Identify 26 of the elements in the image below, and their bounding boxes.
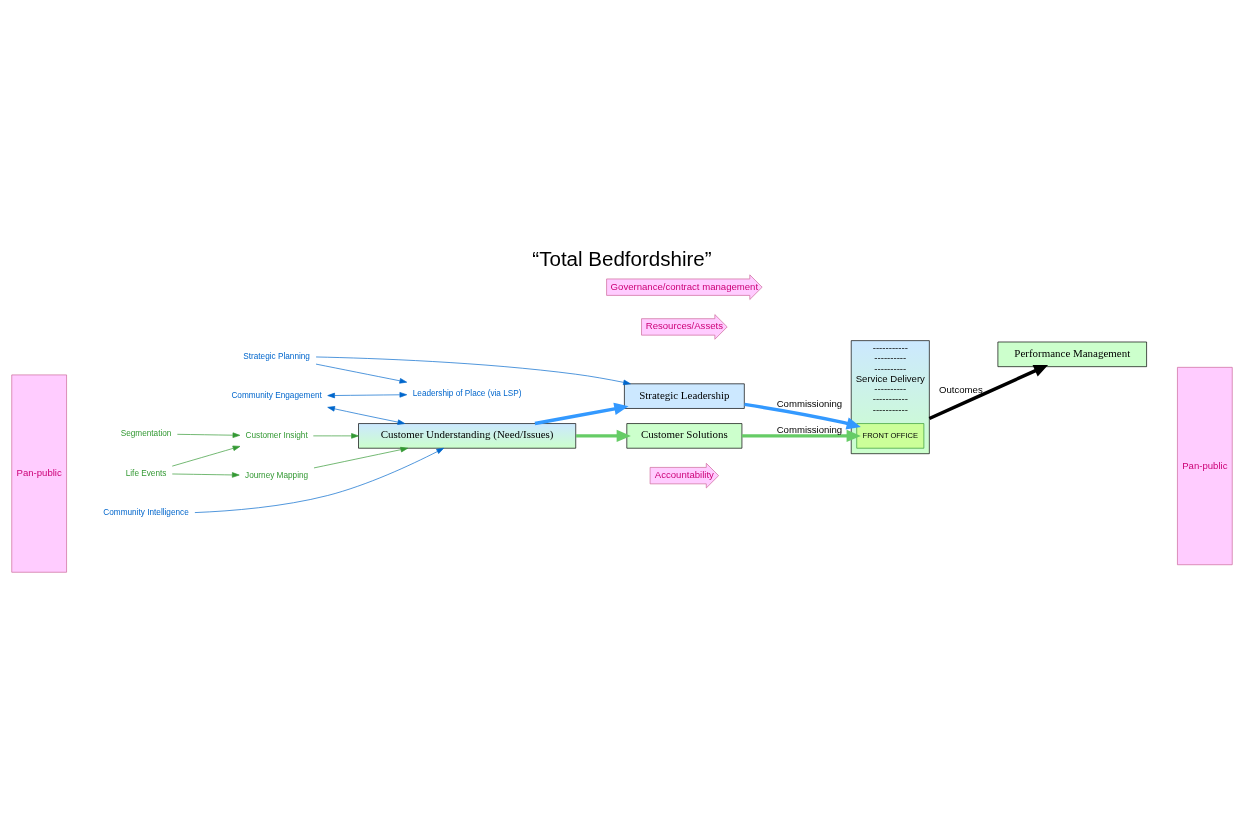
arrow xyxy=(194,447,444,513)
edge-label: Outcomes xyxy=(939,383,983,395)
arrow xyxy=(312,432,359,439)
node-box: Customer Solutions xyxy=(626,422,743,449)
arrow xyxy=(928,364,1049,420)
arrow xyxy=(327,405,406,425)
node-box: Strategic Leadership xyxy=(624,382,745,409)
edge-label: Commissioning xyxy=(776,423,843,435)
arrow xyxy=(177,431,241,438)
diagram-title: “Total Bedfordshire” xyxy=(532,246,712,270)
arrow xyxy=(315,363,408,384)
arrow xyxy=(171,471,240,478)
node-box: Customer Understanding (Need/Issues) xyxy=(358,422,577,449)
arrow xyxy=(327,391,408,398)
arrow xyxy=(315,356,631,385)
node-box: Pan-public xyxy=(1177,366,1233,565)
arrow xyxy=(742,429,861,442)
node-box: FRONT OFFICE xyxy=(856,422,925,449)
arrow xyxy=(171,445,241,466)
node-box: Pan-public xyxy=(11,374,67,573)
node-box: Performance Management xyxy=(997,341,1147,367)
edge-label: Commissioning xyxy=(776,397,843,409)
arrow xyxy=(313,446,409,468)
arrow xyxy=(744,402,861,429)
arrow xyxy=(576,429,631,442)
arrow xyxy=(534,402,629,425)
